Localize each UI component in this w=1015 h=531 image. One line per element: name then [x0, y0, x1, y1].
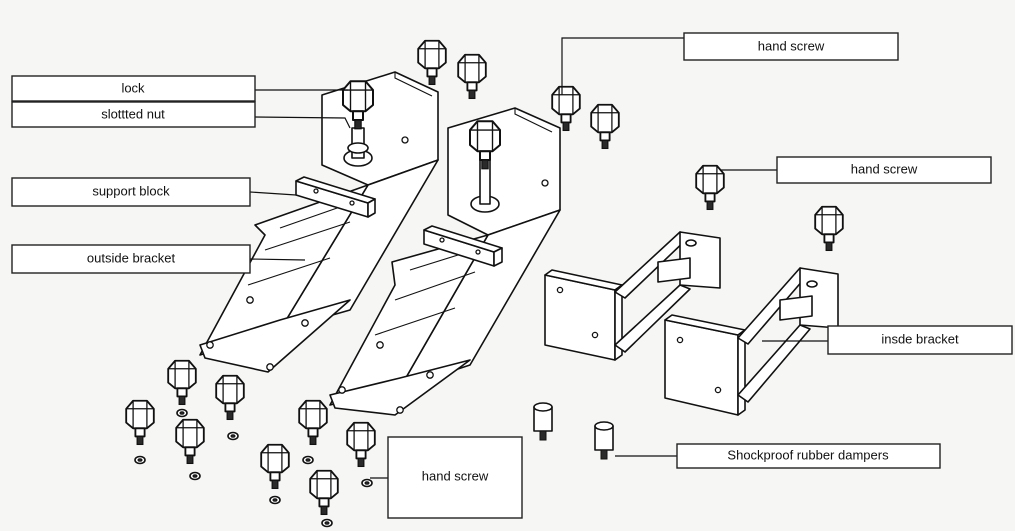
label-hand-screw-right: hand screw	[776, 156, 992, 184]
label-hand-screw-right-text: hand screw	[851, 161, 918, 176]
support-block-right	[423, 225, 503, 267]
rubber-dampers	[533, 402, 614, 460]
inside-bracket-right	[664, 267, 839, 416]
label-shockproof-dampers-text: Shockproof rubber dampers	[727, 447, 889, 462]
label-slotted-nut: slottted nut	[11, 101, 256, 128]
label-hand-screw-bottom-text: hand screw	[422, 468, 489, 483]
label-support-block: support block	[11, 177, 251, 207]
outside-bracket-right	[329, 107, 561, 416]
support-block-left	[295, 176, 376, 218]
label-lock: lock	[11, 75, 256, 102]
label-hand-screw-top: hand screw	[683, 32, 899, 61]
label-shockproof-dampers: Shockproof rubber dampers	[676, 443, 941, 469]
leader-lines	[249, 37, 828, 479]
label-lock-text: lock	[121, 80, 145, 95]
label-inside-bracket: insde bracket	[827, 325, 1013, 355]
label-inside-bracket-text: insde bracket	[881, 331, 959, 346]
label-hand-screw-top-text: hand screw	[758, 38, 825, 53]
inside-bracket-left	[544, 231, 721, 361]
label-slotted-nut-text: slottted nut	[101, 106, 165, 121]
outside-bracket-left	[199, 71, 439, 373]
label-hand-screw-bottom: hand screw	[387, 436, 523, 519]
label-outside-bracket-text: outside bracket	[87, 250, 176, 265]
label-support-block-text: support block	[92, 183, 170, 198]
label-outside-bracket: outside bracket	[11, 244, 251, 274]
hand-screws-bottom	[125, 359, 376, 528]
